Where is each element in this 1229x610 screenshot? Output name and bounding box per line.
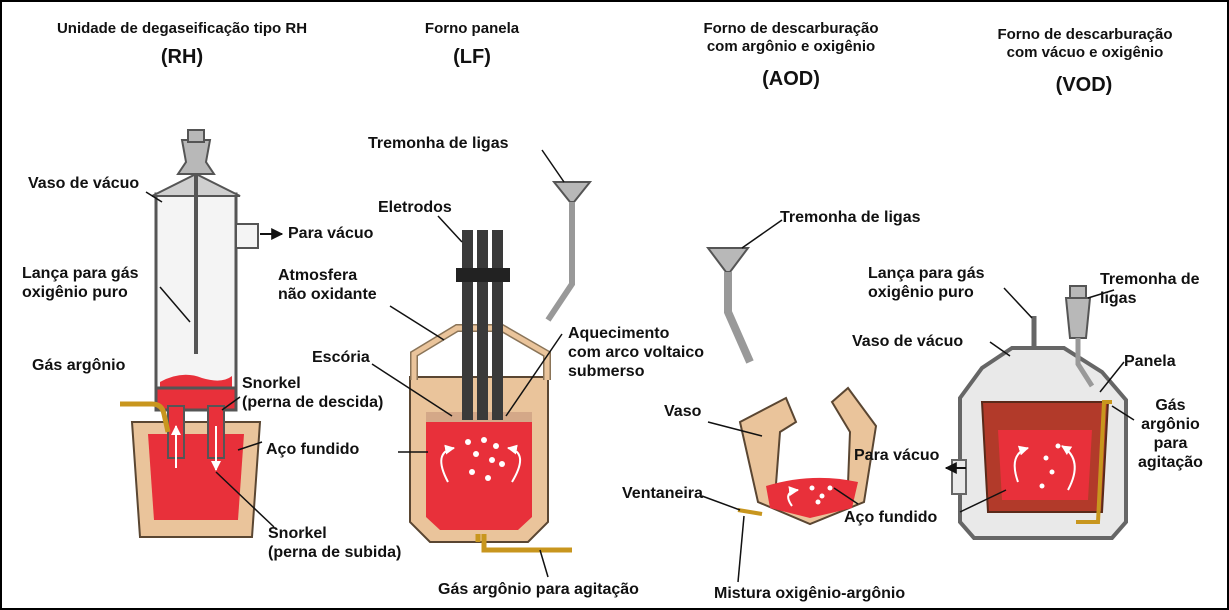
vod-title-line1: Forno de descarburação — [997, 26, 1173, 43]
vod-label-lanca-1: Lança para gás — [868, 265, 985, 282]
lf-label-eletrodos: Eletrodos — [378, 199, 452, 216]
lf-label-aquecimento: Aquecimento com arco voltaico submerso — [568, 324, 704, 381]
lf-alloy-hopper — [551, 181, 593, 203]
vod-code: (VOD) — [1055, 74, 1113, 96]
rh-molten-steel — [148, 434, 244, 520]
lf-label-tremonha: Tremonha de ligas — [368, 135, 509, 152]
lf-electrode-3 — [492, 230, 503, 420]
rh-label-vaso-vacuo: Vaso de vácuo — [28, 175, 140, 192]
vod-molten-steel — [998, 430, 1092, 500]
vod-label-tremonha: Tremonha de ligas — [1100, 270, 1200, 308]
lf-label-aquecimento-1: Aquecimento — [568, 325, 670, 342]
vod-title: Forno de descarburação com vácuo e oxigê… — [960, 26, 1210, 62]
rh-label-snorkel-subida: Snorkel (perna de subida) — [268, 524, 401, 562]
rh-label-snorkel-subida-1: Snorkel — [268, 525, 327, 542]
aod-title: Forno de descarburação com argônio e oxi… — [676, 20, 906, 56]
rh-vacuum-outlet — [235, 223, 259, 249]
lf-title: Forno panela — [424, 20, 520, 37]
rh-label-lanca-2: oxigênio puro — [22, 284, 128, 301]
vod-label-gas-1: Gás — [1155, 397, 1186, 414]
aod-title-line2: com argônio e oxigênio — [706, 38, 876, 55]
vod-title-line2: com vácuo e oxigênio — [1006, 44, 1164, 61]
aod-label-aco-fundido: Aço fundido — [844, 509, 938, 526]
vod-alloy-hopper — [1064, 297, 1092, 339]
aod-label-ventaneira: Ventaneira — [622, 485, 703, 502]
rh-label-gas-argonio: Gás argônio — [32, 357, 126, 374]
rh-label-lanca: Lança para gás oxigênio puro — [22, 264, 139, 302]
rh-lance-base — [187, 129, 205, 143]
lf-label-escoria: Escória — [312, 349, 370, 366]
lf-electrode-2 — [477, 230, 488, 420]
lf-electrode-1 — [462, 230, 473, 420]
vod-label-tremonha-1: Tremonha de — [1100, 271, 1200, 288]
aod-alloy-hopper — [706, 247, 750, 273]
aod-label-mistura: Mistura oxigênio-argônio — [714, 585, 906, 602]
lf-label-atmosfera: Atmosfera não oxidante — [278, 266, 377, 304]
vod-label-panela: Panela — [1124, 353, 1176, 370]
lf-code: (LF) — [453, 46, 491, 68]
vod-argon-pipe — [1076, 400, 1112, 524]
lf-label-atmosfera-1: Atmosfera — [278, 267, 358, 284]
lf-label-atmosfera-2: não oxidante — [278, 286, 377, 303]
rh-label-lanca-1: Lança para gás — [22, 265, 139, 282]
lf-argon-pipe — [475, 534, 572, 553]
aod-code: (AOD) — [762, 68, 820, 90]
rh-label-snorkel-descida-2: (perna de descida) — [242, 394, 384, 411]
aod-label-vaso: Vaso — [664, 403, 702, 420]
vod-label-gas-2: argônio — [1141, 416, 1200, 433]
aod-label-tremonha: Tremonha de ligas — [780, 209, 921, 226]
rh-label-snorkel-descida: Snorkel (perna de descida) — [242, 374, 383, 412]
lf-electrode-clamp — [456, 268, 510, 282]
vod-label-lanca: Lança para gás oxigênio puro — [868, 264, 985, 302]
aod-unit — [701, 219, 878, 583]
vod-label-para-vacuo: Para vácuo — [854, 447, 940, 464]
vod-label-vaso-vacuo: Vaso de vácuo — [852, 333, 964, 350]
rh-label-snorkel-descida-1: Snorkel — [242, 375, 301, 392]
vod-vacuum-outlet — [951, 459, 967, 495]
rh-title: Unidade de degaseificação tipo RH — [32, 20, 332, 38]
lf-unit — [371, 149, 593, 578]
rh-label-snorkel-subida-2: (perna de subida) — [268, 544, 402, 561]
lf-label-aquecimento-2: com arco voltaico — [568, 344, 705, 361]
vod-label-gas-3: para — [1153, 435, 1188, 452]
vod-label-lanca-2: oxigênio puro — [868, 284, 974, 301]
vod-label-gas: Gás argônio para agitação — [1138, 396, 1203, 472]
aod-tuyere — [737, 508, 763, 516]
rh-code: (RH) — [160, 46, 204, 68]
rh-lance-head — [176, 139, 216, 175]
vod-unit — [944, 285, 1135, 540]
aod-title-line1: Forno de descarburação — [703, 20, 879, 37]
rh-label-aco-fundido: Aço fundido — [266, 441, 360, 458]
rh-title-text: Unidade de degaseificação tipo RH — [56, 20, 308, 37]
lf-label-gas-agitacao: Gás argônio para agitação — [438, 581, 639, 598]
rh-unit — [120, 129, 284, 538]
rh-label-para-vacuo: Para vácuo — [288, 225, 374, 242]
lf-label-aquecimento-3: submerso — [568, 363, 645, 380]
vod-label-gas-4: agitação — [1138, 454, 1203, 471]
vod-label-tremonha-2: ligas — [1100, 290, 1137, 307]
rh-argon-pipe — [120, 401, 171, 433]
